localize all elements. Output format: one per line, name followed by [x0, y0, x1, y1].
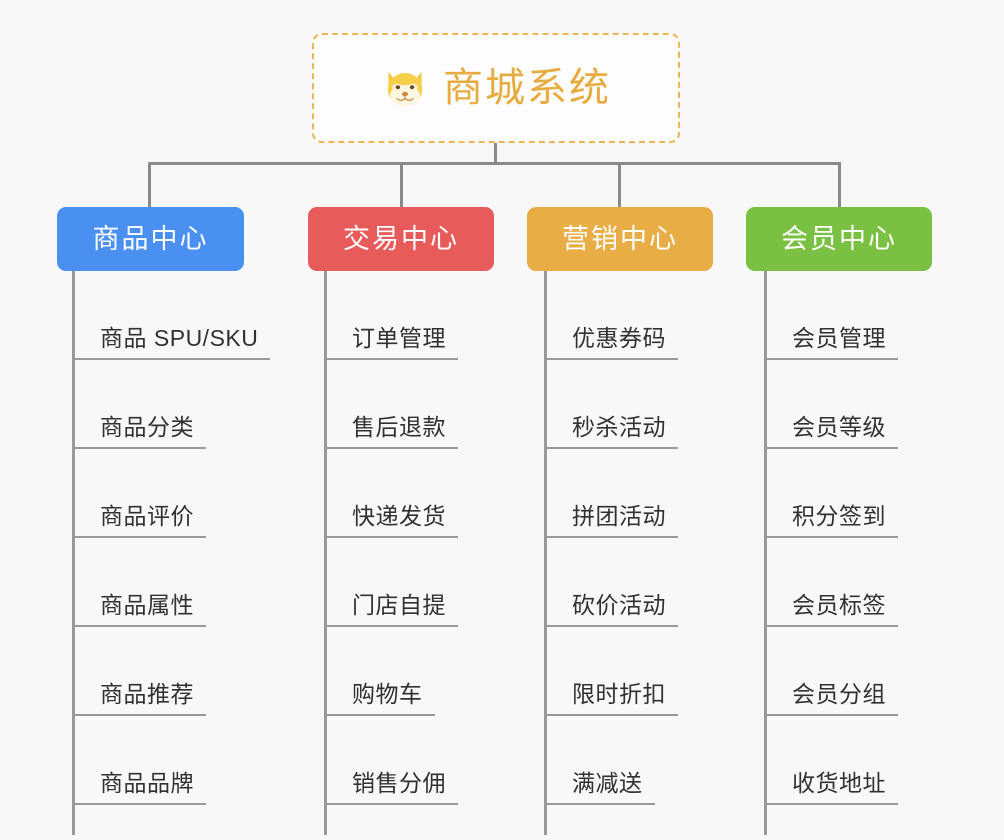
leaf-item[interactable]: 商品分类 [72, 360, 206, 449]
leaf-item[interactable]: 商品推荐 [72, 627, 206, 716]
connector-drop-3 [618, 162, 621, 208]
leaf-label: 砍价活动 [572, 591, 666, 618]
root-title: 商城系统 [443, 66, 611, 110]
leaf-label: 商品 SPU/SKU [100, 324, 259, 351]
connector-root-stem [494, 143, 497, 165]
leaf-label: 商品评价 [100, 502, 194, 529]
leaf-item[interactable]: 秒杀活动 [544, 360, 678, 449]
leaf-label: 商品推荐 [100, 680, 194, 707]
leaf-label: 订单管理 [352, 324, 446, 351]
leaf-item[interactable]: 收货地址 [764, 716, 898, 805]
leaf-item[interactable]: 优惠券码 [544, 271, 678, 360]
leaf-label: 快递发货 [352, 502, 446, 529]
leaf-label: 满减送 [572, 769, 643, 796]
category-box-2[interactable]: 交易中心 [308, 207, 494, 271]
column-spine [764, 271, 767, 835]
leaf-label: 销售分佣 [352, 769, 446, 796]
connector-drop-2 [400, 162, 403, 208]
category-title: 交易中心 [343, 223, 459, 254]
category-title: 会员中心 [781, 223, 897, 254]
leaf-item[interactable]: 会员等级 [764, 360, 898, 449]
leaf-item[interactable]: 商品品牌 [72, 716, 206, 805]
leaf-item[interactable]: 限时折扣 [544, 627, 678, 716]
leaf-label: 会员等级 [792, 413, 886, 440]
leaf-label: 拼团活动 [572, 502, 666, 529]
connector-horizontal-bus [148, 162, 840, 165]
leaf-label: 购物车 [352, 680, 423, 707]
shiba-dog-face-icon [387, 71, 423, 106]
leaf-item[interactable]: 商品评价 [72, 449, 206, 538]
leaf-label: 优惠券码 [572, 324, 666, 351]
leaf-item[interactable]: 商品 SPU/SKU [72, 271, 271, 360]
leaf-label: 限时折扣 [572, 680, 666, 707]
leaf-label: 售后退款 [352, 413, 446, 440]
category-title: 营销中心 [562, 223, 678, 254]
category-box-4[interactable]: 会员中心 [746, 207, 932, 271]
leaf-item[interactable]: 积分签到 [764, 449, 898, 538]
leaf-label: 商品分类 [100, 413, 194, 440]
category-box-1[interactable]: 商品中心 [57, 207, 244, 271]
leaf-label: 商品属性 [100, 591, 194, 618]
leaf-item[interactable]: 会员标签 [764, 538, 898, 627]
leaf-item[interactable]: 商品属性 [72, 538, 206, 627]
column-spine [544, 271, 547, 835]
leaf-item[interactable]: 砍价活动 [544, 538, 678, 627]
leaf-label: 秒杀活动 [572, 413, 666, 440]
leaf-label: 收货地址 [792, 769, 886, 796]
leaf-item[interactable]: 快递发货 [324, 449, 458, 538]
leaf-label: 会员管理 [792, 324, 886, 351]
leaf-item[interactable]: 会员分组 [764, 627, 898, 716]
leaf-item[interactable]: 拼团活动 [544, 449, 678, 538]
connector-drop-4 [838, 162, 841, 208]
leaf-item[interactable]: 满减送 [544, 716, 655, 805]
leaf-item[interactable]: 门店自提 [324, 538, 458, 627]
leaf-item[interactable]: 售后退款 [324, 360, 458, 449]
leaf-label: 积分签到 [792, 502, 886, 529]
leaf-label: 会员标签 [792, 591, 886, 618]
leaf-item[interactable]: 销售分佣 [324, 716, 458, 805]
column-spine [324, 271, 327, 835]
connector-drop-1 [148, 162, 151, 208]
leaf-label: 门店自提 [352, 591, 446, 618]
leaf-item[interactable]: 购物车 [324, 627, 435, 716]
category-box-3[interactable]: 营销中心 [527, 207, 713, 271]
leaf-label: 会员分组 [792, 680, 886, 707]
leaf-label: 商品品牌 [100, 769, 194, 796]
leaf-item[interactable]: 会员管理 [764, 271, 898, 360]
root-node[interactable]: 商城系统 [312, 33, 680, 143]
leaf-item[interactable]: 订单管理 [324, 271, 458, 360]
column-spine [72, 271, 75, 835]
category-title: 商品中心 [92, 223, 209, 254]
